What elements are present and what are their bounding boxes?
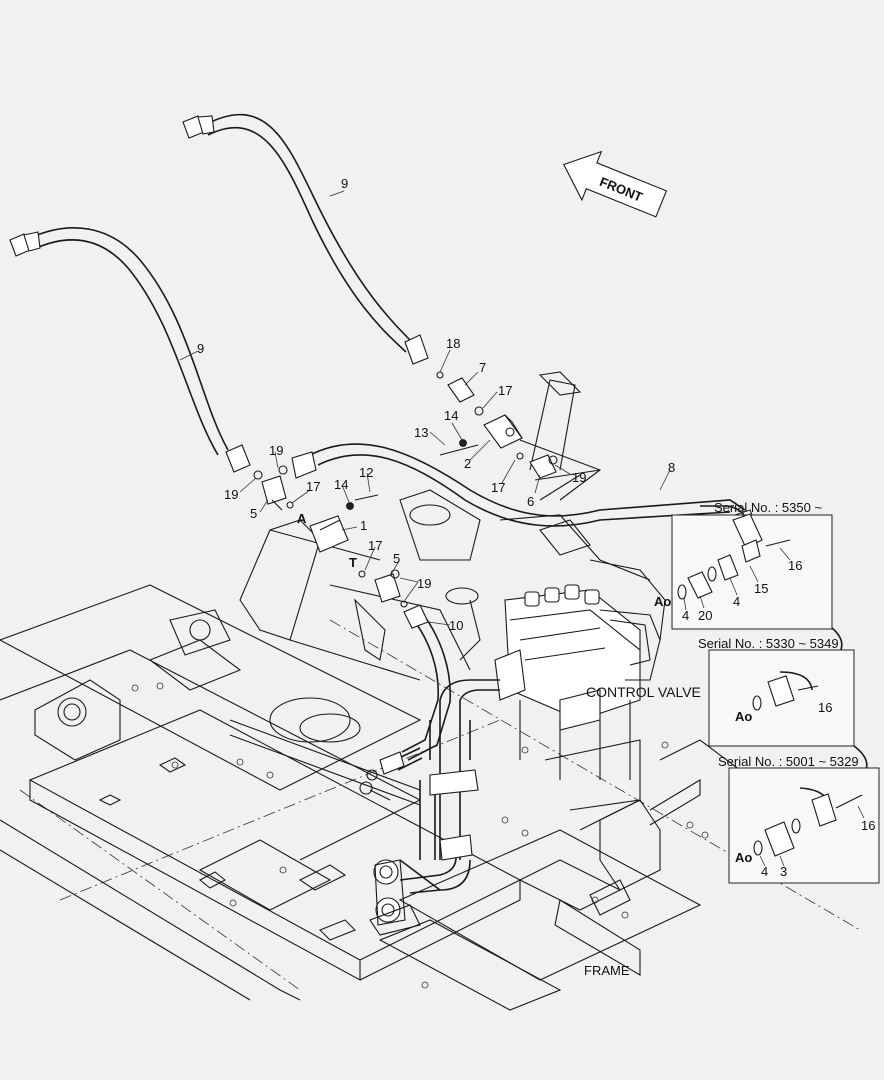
inset-bottom-16: 16 [861, 818, 875, 833]
callout-19-right: 19 [572, 470, 586, 485]
inset-mid-serial: Serial No. : 5330 ~ 5349 [698, 636, 839, 651]
inset-serial-5350: Serial No. : 5350 ~ Ao 16 4 20 4 15 [654, 500, 843, 653]
callout-10: 10 [449, 618, 463, 633]
inset-mid-port: Ao [735, 709, 752, 724]
inset-top-15: 15 [754, 581, 768, 596]
machine-frame [0, 584, 861, 1011]
callout-2: 2 [464, 456, 471, 471]
leader-lines [179, 190, 671, 626]
callout-14-upper: 14 [444, 408, 458, 423]
inset-bottom-4: 4 [761, 864, 768, 879]
inset-top-serial: Serial No. : 5350 ~ [714, 500, 822, 515]
port-a-label: A [297, 511, 307, 526]
callout-17-left: 17 [306, 479, 320, 494]
control-valve [494, 584, 661, 811]
inset-top-4b: 4 [733, 594, 740, 609]
callout-17-mid: 17 [491, 480, 505, 495]
inset-top-4a: 4 [682, 608, 689, 623]
inset-serial-5001: Serial No. : 5001 ~ 5329 Ao 16 4 3 [718, 754, 880, 884]
inset-top-port: Ao [654, 594, 671, 609]
callout-8: 8 [668, 460, 675, 475]
port-t-label: T [349, 555, 357, 570]
callout-6: 6 [527, 494, 534, 509]
callout-17-upper: 17 [498, 383, 512, 398]
callout-7: 7 [479, 360, 486, 375]
callout-19-left: 19 [224, 487, 238, 502]
callout-14-lower: 14 [334, 477, 348, 492]
pipe-assembly [359, 679, 500, 936]
callout-1: 1 [360, 518, 367, 533]
callout-13: 13 [414, 425, 428, 440]
callout-12: 12 [359, 465, 373, 480]
front-direction-arrow: FRONT [563, 150, 668, 218]
fittings-upper [253, 371, 601, 608]
callout-19-top: 19 [269, 443, 283, 458]
inset-mid-16: 16 [818, 700, 832, 715]
callout-5-lower: 5 [393, 551, 400, 566]
callout-5-left: 5 [250, 506, 257, 521]
inset-bottom-serial: Serial No. : 5001 ~ 5329 [718, 754, 859, 769]
callout-9-lower: 9 [197, 341, 204, 356]
callout-19-lower: 19 [417, 576, 431, 591]
inset-top-20: 20 [698, 608, 712, 623]
inset-serial-5330: Serial No. : 5330 ~ 5349 Ao 16 [698, 636, 868, 771]
inset-bottom-port: Ao [735, 850, 752, 865]
inset-bottom-3: 3 [780, 864, 787, 879]
callout-9-upper: 9 [341, 176, 348, 191]
inset-top-16: 16 [788, 558, 802, 573]
frame-label: FRAME [584, 963, 630, 978]
control-valve-label: CONTROL VALVE [586, 684, 701, 700]
callout-labels: 9 9 18 7 17 14 13 2 17 6 19 8 19 19 5 17… [197, 176, 701, 978]
mounting-structure [169, 371, 666, 681]
callout-17-lower: 17 [368, 538, 382, 553]
hoses [29, 113, 746, 761]
callout-18: 18 [446, 336, 460, 351]
